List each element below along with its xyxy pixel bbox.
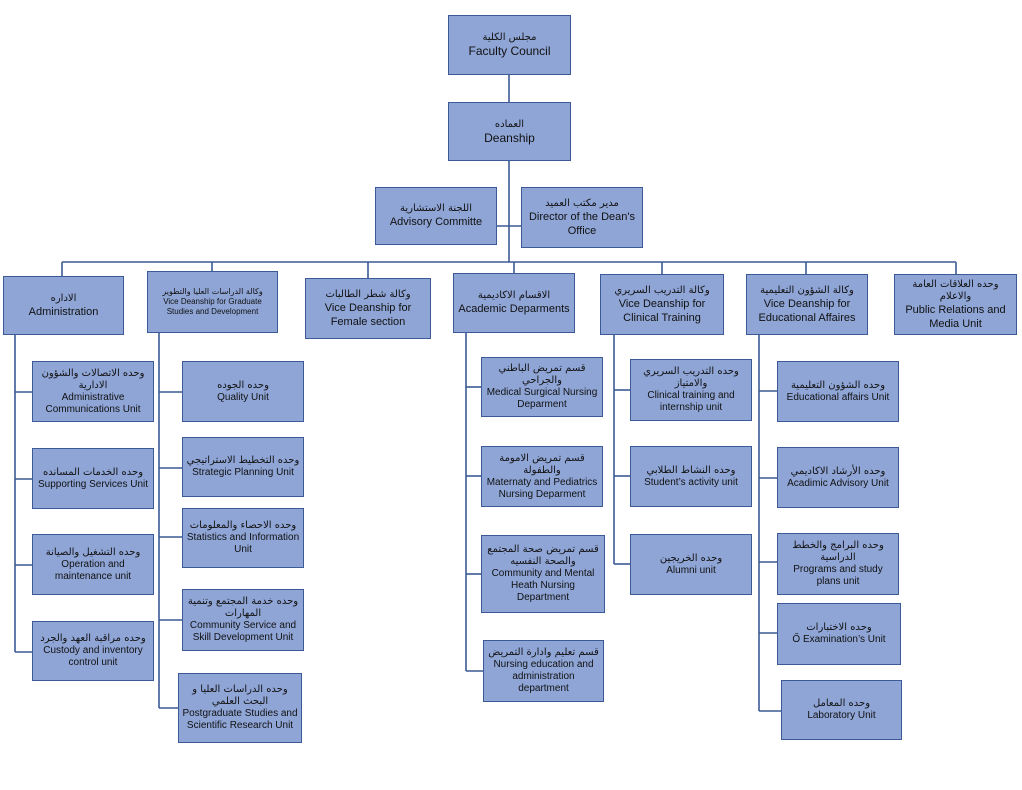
node-label-en: Alumni unit xyxy=(666,564,716,576)
admin-communications-unit-box: وحده الاتصالات والشؤون الادارية Administ… xyxy=(32,361,154,422)
node-label-ar: قسم تعليم وادارة التمريض xyxy=(488,647,599,658)
node-label-en: Student’s activity unit xyxy=(644,476,738,488)
node-label-en: Community Service and Skill Development … xyxy=(189,620,297,643)
node-label-ar: وحده الخدمات المسانده xyxy=(42,466,144,478)
node-label-en: Ő Examination’s Unit xyxy=(792,634,886,645)
maternity-pediatrics-dept-box: قسم تمريض الامومة والطفولة Maternaty and… xyxy=(481,446,603,507)
node-label-ar: وحده الدراسات العليا و البحث العلمي xyxy=(192,684,288,707)
node-label-ar: وحده خدمة المجتمع وتنمية المهارات xyxy=(187,596,299,619)
node-label-ar: وحده النشاط الطلابي xyxy=(646,464,736,476)
node-label-ar: وحده الاتصالات والشؤون الادارية xyxy=(41,367,145,391)
node-label-en: Faculty Council xyxy=(468,44,551,58)
supporting-services-unit-box: وحده الخدمات المسانده Supporting Service… xyxy=(32,448,154,509)
node-label-ar: مدير مكتب العميد xyxy=(545,197,619,209)
node-label-en: Maternaty and Pediatrics Nursing Deparme… xyxy=(486,476,598,500)
node-label-ar: وحده مراقبة العهد والجرد xyxy=(40,633,146,644)
node-label-en: Custody and inventory control unit xyxy=(43,645,143,668)
node-label-ar: وحده الاحصاء والمعلومات xyxy=(189,520,297,531)
node-label-ar: العماده xyxy=(494,118,525,130)
public-relations-box: وحده العلاقات العامة والاعلام Public Rel… xyxy=(894,274,1017,335)
examinations-unit-box: وحده الاختبارات Ő Examination’s Unit xyxy=(777,603,901,665)
node-label-en: Deanship xyxy=(484,130,535,145)
node-label-ar: مجلس الكلية xyxy=(482,32,537,43)
node-label-ar: وحده البرامج والخطط الدراسية xyxy=(792,540,884,563)
node-label-ar: وحده الاختبارات xyxy=(806,622,872,633)
clinical-training-unit-box: وحده التدريب السريري والامتياز Clinical … xyxy=(630,359,752,421)
node-label-ar: وحده التدريب السريري والامتياز xyxy=(643,366,739,389)
advisory-committee-box: اللجنة الاستشارية Advisory Committe xyxy=(375,187,497,245)
faculty-council-box: مجلس الكلية Faculty Council xyxy=(448,15,571,75)
node-label-en: Advisory Committe xyxy=(389,216,483,228)
node-label-ar: وحده الخريجين xyxy=(659,552,723,564)
vice-deanship-clinical-box: وكالة التدريب السريري Vice Deanship for … xyxy=(600,274,724,335)
node-label-en: Medical Surgical Nursing Deparment xyxy=(486,387,598,410)
strategic-planning-unit-box: وحده التخطيط الاستراتيجي Strategic Plann… xyxy=(182,437,304,497)
node-label-en: Administration xyxy=(28,305,99,318)
alumni-unit-box: وحده الخريجين Alumni unit xyxy=(630,534,752,595)
postgraduate-research-unit-box: وحده الدراسات العليا و البحث العلمي Post… xyxy=(178,673,302,743)
node-label-ar: قسم تمريض الباطني والجراحي xyxy=(498,363,586,386)
node-label-ar: وكالة التدريب السريري xyxy=(614,284,710,296)
nursing-education-dept-box: قسم تعليم وادارة التمريض Nursing educati… xyxy=(483,640,604,702)
node-label-en: Acadimic Advisory Unit xyxy=(787,477,889,489)
statistics-information-unit-box: وحده الاحصاء والمعلومات Statistics and I… xyxy=(182,508,304,568)
vice-deanship-educational-box: وكالة الشؤون التعليمية Vice Deanship for… xyxy=(746,274,868,335)
programs-study-plans-unit-box: وحده البرامج والخطط الدراسية Programs an… xyxy=(777,533,899,595)
node-label-en: Administrative Communications Unit xyxy=(45,391,141,415)
director-dean-office-box: مدير مكتب العميد Director of the Dean's … xyxy=(521,187,643,248)
community-mental-dept-box: قسم تمريض صحة المجتمع والصحة النفسيه Com… xyxy=(481,535,605,613)
node-label-ar: وحده المعامل xyxy=(812,698,871,709)
node-label-en: Public Relations and Media Unit xyxy=(905,303,1006,330)
node-label-ar: وكالة شطر الطالبات xyxy=(325,288,411,300)
node-label-en: Quality Unit xyxy=(217,391,269,403)
node-label-en: Vice Deanship for Educational Affaires xyxy=(758,297,856,324)
academic-departments-box: الاقسام الاكاديمية Academic Deparments xyxy=(453,273,575,333)
academic-advisory-unit-box: وحده الأرشاد الاكاديمي Acadimic Advisory… xyxy=(777,447,899,508)
node-label-ar: وحده الأرشاد الاكاديمي xyxy=(790,465,886,477)
node-label-ar: وحده التخطيط الاستراتيجي xyxy=(186,455,300,466)
node-label-ar: وحده العلاقات العامة والاعلام xyxy=(912,278,999,302)
node-label-en: Vice Deanship for Graduate Studies and D… xyxy=(163,297,262,316)
node-label-en: Clinical training and internship unit xyxy=(647,390,735,413)
medical-surgical-dept-box: قسم تمريض الباطني والجراحي Medical Surgi… xyxy=(481,357,603,417)
node-label-ar: الاداره xyxy=(50,292,77,304)
laboratory-unit-box: وحده المعامل Laboratory Unit xyxy=(781,680,902,740)
node-label-en: Academic Deparments xyxy=(458,303,570,315)
node-label-en: Statistics and Information Unit xyxy=(186,532,300,555)
node-label-en: Supporting Services Unit xyxy=(37,478,149,490)
node-label-en: Laboratory Unit xyxy=(807,710,876,721)
node-label-en: Programs and study plans unit xyxy=(793,564,883,587)
node-label-ar: وحده التشغيل والصيانة xyxy=(45,546,141,558)
node-label-en: Director of the Dean's Office xyxy=(528,210,636,237)
node-label-en: Nursing education and administration dep… xyxy=(493,659,594,694)
vice-deanship-graduate-box: وكالة الدراسات العليا والتطوير Vice Dean… xyxy=(147,271,278,333)
vice-deanship-female-box: وكالة شطر الطالبات Vice Deanship for Fem… xyxy=(305,278,431,339)
operation-maintenance-unit-box: وحده التشغيل والصيانة Operation and main… xyxy=(32,534,154,595)
node-label-en: Postgraduate Studies and Scientific Rese… xyxy=(182,708,298,731)
node-label-ar: اللجنة الاستشارية xyxy=(400,203,472,214)
quality-unit-box: وحده الجوده Quality Unit xyxy=(182,361,304,422)
deanship-box: العماده Deanship xyxy=(448,102,571,161)
student-activity-unit-box: وحده النشاط الطلابي Student’s activity u… xyxy=(630,446,752,507)
node-label-en: Strategic Planning Unit xyxy=(192,467,294,478)
node-label-en: Vice Deanship for Clinical Training xyxy=(618,297,706,324)
node-label-ar: قسم تمريض الامومة والطفولة xyxy=(499,452,585,476)
node-label-en: Community and Mental Heath Nursing Depar… xyxy=(491,568,595,603)
custody-inventory-unit-box: وحده مراقبة العهد والجرد Custody and inv… xyxy=(32,621,154,681)
node-label-ar: قسم تمريض صحة المجتمع والصحة النفسيه xyxy=(487,544,599,567)
node-label-ar: وحده الجوده xyxy=(217,379,269,391)
administration-box: الاداره Administration xyxy=(3,276,124,335)
node-label-en: Vice Deanship for Female section xyxy=(324,301,412,328)
node-label-ar: وحده الشؤون التعليمية xyxy=(790,379,886,391)
community-service-unit-box: وحده خدمة المجتمع وتنمية المهارات Commun… xyxy=(182,589,304,651)
node-label-ar: وكالة الدراسات العليا والتطوير xyxy=(162,287,263,296)
node-label-ar: وكالة الشؤون التعليمية xyxy=(760,284,854,296)
educational-affairs-unit-box: وحده الشؤون التعليمية Educational affair… xyxy=(777,361,899,422)
node-label-ar: الاقسام الاكاديمية xyxy=(477,290,551,301)
node-label-en: Operation and maintenance unit xyxy=(54,558,132,582)
node-label-en: Educational affairs Unit xyxy=(786,391,890,403)
